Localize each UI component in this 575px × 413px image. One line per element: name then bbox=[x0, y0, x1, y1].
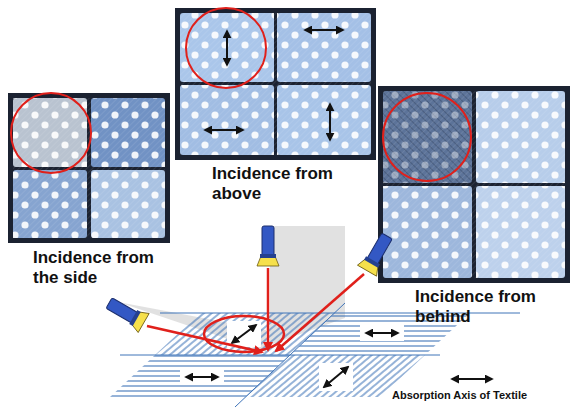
view-label: Incidence from behind bbox=[415, 287, 565, 327]
photo-side bbox=[8, 93, 170, 243]
legend-text: Absorption Axis of Textile bbox=[392, 389, 527, 402]
light-ray bbox=[147, 326, 262, 352]
photo-behind bbox=[378, 86, 570, 283]
flashlight bbox=[104, 293, 150, 332]
light-ray bbox=[276, 274, 364, 351]
view-label: Incidence from the side bbox=[33, 248, 183, 288]
light-ray bbox=[267, 268, 270, 350]
flashlight bbox=[357, 231, 396, 277]
flashlight bbox=[257, 226, 279, 266]
legend-arrow bbox=[452, 378, 492, 380]
view-label: Incidence from above bbox=[212, 164, 362, 204]
photo-above bbox=[175, 8, 376, 160]
